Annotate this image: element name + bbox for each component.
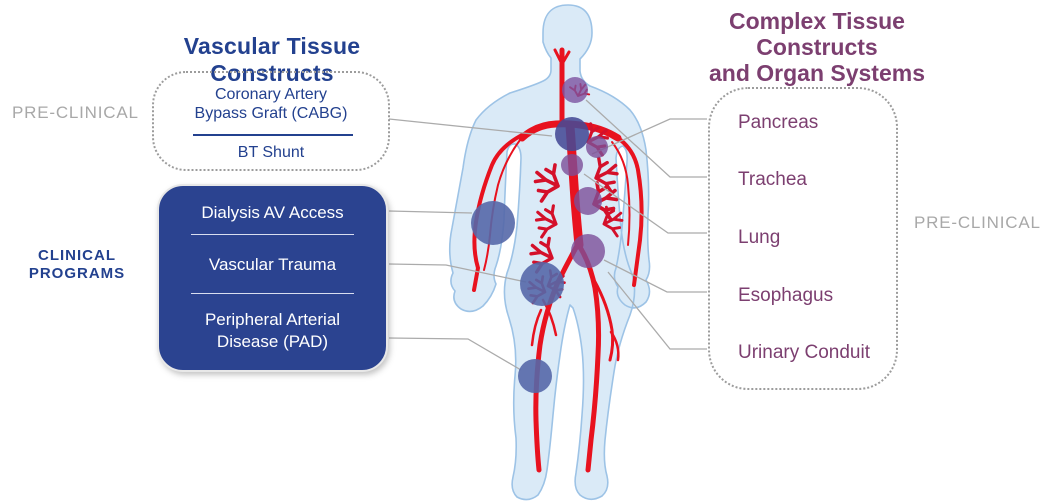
connector-dialysis	[388, 210, 473, 214]
dialysis-av-access-label: Dialysis AV Access	[201, 203, 344, 222]
left-section-title: Vascular Tissue Constructs	[183, 33, 361, 86]
clinical-box-divider-1	[191, 234, 354, 235]
marker-dialysis-forearm	[471, 201, 515, 245]
connector-lines	[388, 99, 707, 371]
pad-label-line1: Peripheral Arterial	[204, 310, 341, 329]
organ-item-esophagus: Esophagus	[738, 285, 834, 306]
preclinical-label-left: PRE-CLINICAL	[12, 103, 139, 122]
bt-shunt-label: BT Shunt	[237, 144, 305, 161]
cabg-box-divider	[193, 134, 353, 136]
connector-trauma	[388, 263, 527, 283]
marker-esophagus	[574, 187, 602, 215]
connector-pancreas	[591, 118, 707, 155]
connector-trachea	[585, 99, 707, 178]
cabg-label-line1: Coronary Artery	[214, 86, 328, 103]
vascular-trauma-label: Vascular Trauma	[208, 255, 337, 274]
marker-urinary	[571, 234, 605, 268]
organ-item-lung: Lung	[738, 227, 781, 248]
organ-item-pancreas: Pancreas	[738, 112, 819, 133]
clinical-programs-box: Dialysis AV Access Vascular Trauma Perip…	[157, 184, 388, 372]
preclinical-label-right: PRE-CLINICAL	[914, 213, 1041, 232]
marker-trachea	[562, 77, 588, 103]
connector-cabg	[388, 118, 553, 137]
clinical-box-divider-2	[191, 293, 354, 294]
organ-markers	[471, 77, 608, 393]
marker-pad-knee	[518, 359, 552, 393]
marker-heart	[555, 117, 589, 151]
right-section-title: Complex Tissue Constructs and Organ Syst…	[667, 8, 967, 86]
clinical-programs-label-line2: PROGRAMS	[28, 265, 126, 282]
connector-esophagus	[603, 259, 707, 293]
preclinical-programs-box: Coronary Artery Bypass Graft (CABG) BT S…	[152, 71, 390, 171]
organ-systems-box: Pancreas Trachea Lung Esophagus Urinary …	[708, 87, 898, 390]
clinical-programs-label-line1: CLINICAL	[38, 247, 116, 264]
organ-item-urinary-conduit: Urinary Conduit	[738, 342, 870, 363]
clinical-programs-label: CLINICAL PROGRAMS	[18, 247, 136, 283]
right-section-title-line2: and Organ Systems	[708, 60, 926, 86]
connector-pad	[388, 337, 522, 371]
cabg-label-line2: Bypass Graft (CABG)	[194, 105, 348, 122]
marker-lung	[561, 154, 583, 176]
right-section-title-line1: Complex Tissue Constructs	[729, 8, 905, 60]
connector-lung	[583, 173, 707, 234]
marker-trauma-thigh	[520, 262, 564, 306]
pad-label-line2: Disease (PAD)	[216, 332, 329, 351]
marker-pancreas	[586, 136, 608, 158]
organ-item-trachea: Trachea	[738, 169, 807, 190]
connector-urinary	[607, 271, 707, 350]
